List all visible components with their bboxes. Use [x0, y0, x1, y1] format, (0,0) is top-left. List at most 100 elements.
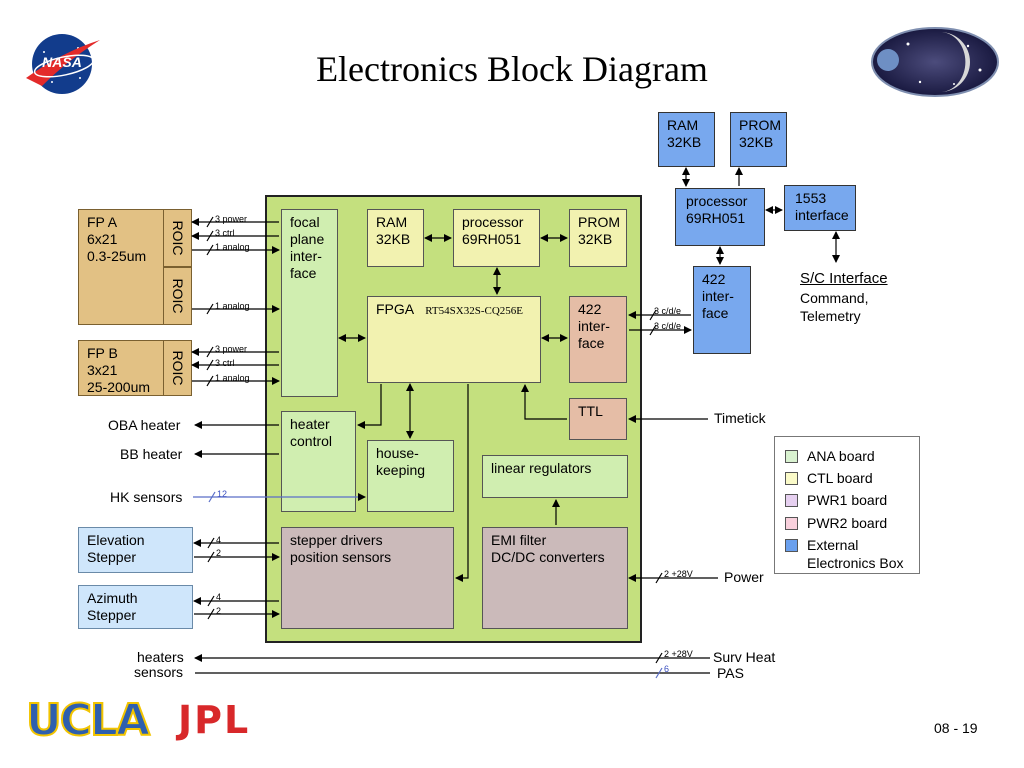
fpga-block: FPGA RT54SX32S-CQ256E [367, 296, 541, 383]
page-title: Electronics Block Diagram [316, 49, 708, 89]
ext-processor-label: processor [686, 193, 748, 209]
ttl-label: TTL [578, 403, 603, 419]
ttl-block: TTL [569, 398, 627, 440]
fpi-line-3: inter- [290, 248, 322, 264]
sig-surv-28v: 2 +28V [664, 649, 693, 659]
ext-422-inter-label: inter- [702, 288, 734, 304]
fpa-name: FP A [87, 214, 118, 230]
linear-regulators-label: linear regulators [491, 460, 592, 476]
sig-hk-12: 12 [217, 489, 228, 499]
heater-control-line-1: heater [290, 416, 330, 432]
sig-fpb-analog: 1 analog [215, 373, 250, 383]
oba-heater-label: OBA heater [108, 417, 181, 433]
housekeeping-line-1: house- [376, 445, 419, 461]
422-interface-block: 422 inter- face [569, 296, 627, 383]
pas-label: PAS [717, 665, 744, 681]
board-legend: ANA board CTL board PWR1 board PWR2 boar… [774, 436, 920, 574]
emi-filter-block: EMI filter DC/DC converters [482, 527, 628, 629]
fpa-format: 6x21 [87, 231, 118, 247]
ext-1553-interface-label: interface [795, 207, 849, 223]
power-label: Power [724, 569, 764, 585]
sig-fpa-analog-1: 1 analog [215, 242, 250, 252]
heater-control-block: heater control [281, 411, 356, 512]
legend-swatch-ctl [785, 472, 798, 485]
legend-label-external: External [807, 537, 859, 553]
legend-label-pwr2: PWR2 board [807, 515, 888, 531]
legend-label-pwr1: PWR1 board [807, 492, 888, 508]
sig-elev-4: 4 [216, 535, 222, 545]
ram-size: 32KB [376, 231, 411, 247]
sig-fpb-power: 3 power [215, 344, 248, 354]
ext-ram-size: 32KB [667, 134, 702, 150]
ext-processor-block: processor 69RH051 [675, 188, 765, 246]
nasa-logo-text: NASA [42, 54, 82, 70]
azimuth-stepper-block: Azimuth Stepper [78, 585, 193, 629]
elevation-stepper-line-2: Stepper [87, 549, 137, 565]
legend-swatch-external [785, 539, 798, 552]
sig-fpb-ctrl: 3 ctrl [215, 358, 235, 368]
position-sensors-label: position sensors [290, 549, 392, 565]
ext-422-face-label: face [702, 305, 729, 321]
fpi-line-1: focal [290, 214, 320, 230]
processor-block: processor 69RH051 [453, 209, 540, 267]
stepper-drivers-block: stepper drivers position sensors [281, 527, 454, 629]
legend-swatch-pwr2 [785, 517, 798, 530]
legend-label-ana: ANA board [807, 448, 875, 464]
sc-interface-telemetry: Telemetry [800, 308, 861, 324]
stepper-drivers-label: stepper drivers [290, 532, 383, 548]
sig-fpa-analog-2: 1 analog [215, 301, 250, 311]
mission-emblem [870, 26, 1000, 98]
if422-line-2: inter- [578, 318, 610, 334]
sig-fpa-ctrl: 3 ctrl [215, 228, 235, 238]
ext-1553-interface-block: 1553 interface [784, 185, 856, 231]
sc-interface-command: Command, [800, 290, 869, 306]
hk-sensors-label: HK sensors [110, 489, 183, 505]
jpl-logo: JPL [178, 698, 251, 742]
if422-line-3: face [578, 335, 605, 351]
sig-cde-2: 3 c/d/e [654, 321, 682, 331]
azimuth-stepper-line-1: Azimuth [87, 590, 138, 606]
emi-filter-label: EMI filter [491, 532, 547, 548]
ext-1553-label: 1553 [795, 190, 827, 206]
ext-prom-label: PROM [739, 117, 781, 133]
prom-block: PROM 32KB [569, 209, 627, 267]
sig-pas-6: 6 [664, 664, 670, 674]
ucla-logo: UCLA [25, 694, 151, 747]
timetick-label: Timetick [714, 410, 766, 426]
if422-line-1: 422 [578, 301, 602, 317]
ext-ram-label: RAM [667, 117, 699, 133]
sig-fpa-power: 3 power [215, 214, 248, 224]
focal-plane-a: FP A 6x21 0.3-25um [78, 209, 164, 325]
fpga-label: FPGA [376, 301, 414, 317]
housekeeping-line-2: keeping [376, 462, 426, 478]
ext-prom-block: PROM 32KB [730, 112, 787, 167]
fpb-format: 3x21 [87, 362, 118, 378]
ext-prom-size: 32KB [739, 134, 774, 150]
legend-swatch-pwr1 [785, 494, 798, 507]
ext-processor-part: 69RH051 [686, 210, 746, 226]
fpi-line-4: face [290, 265, 317, 281]
focal-plane-b: FP B 3x21 25-200um [78, 340, 164, 396]
fpb-wavelength: 25-200um [87, 379, 151, 395]
legend-label-ctl: CTL board [807, 470, 873, 486]
sc-interface-title: S/C Interface [800, 270, 888, 287]
fpa-roic-1: ROIC [163, 209, 192, 267]
linear-regulators-block: linear regulators [482, 455, 628, 498]
sig-power-28v: 2 +28V [664, 569, 693, 579]
page-number: 08 - 19 [934, 720, 978, 736]
dcdc-converters-label: DC/DC converters [491, 549, 605, 565]
fpb-roic: ROIC [163, 340, 192, 396]
legend-label-external-2: Electronics Box [807, 555, 904, 571]
fpi-line-2: plane [290, 231, 325, 247]
fpb-name: FP B [87, 345, 118, 361]
heaters-label: heaters [137, 649, 184, 665]
sig-elev-2: 2 [216, 548, 222, 558]
processor-label: processor [462, 214, 524, 230]
legend-swatch-ana [785, 450, 798, 463]
surv-heat-label: Surv Heat [713, 649, 776, 665]
sig-azim-2: 2 [216, 606, 222, 616]
ram-label: RAM [376, 214, 408, 230]
elevation-stepper-block: Elevation Stepper [78, 527, 193, 573]
elevation-stepper-line-1: Elevation [87, 532, 145, 548]
prom-size: 32KB [578, 231, 613, 247]
